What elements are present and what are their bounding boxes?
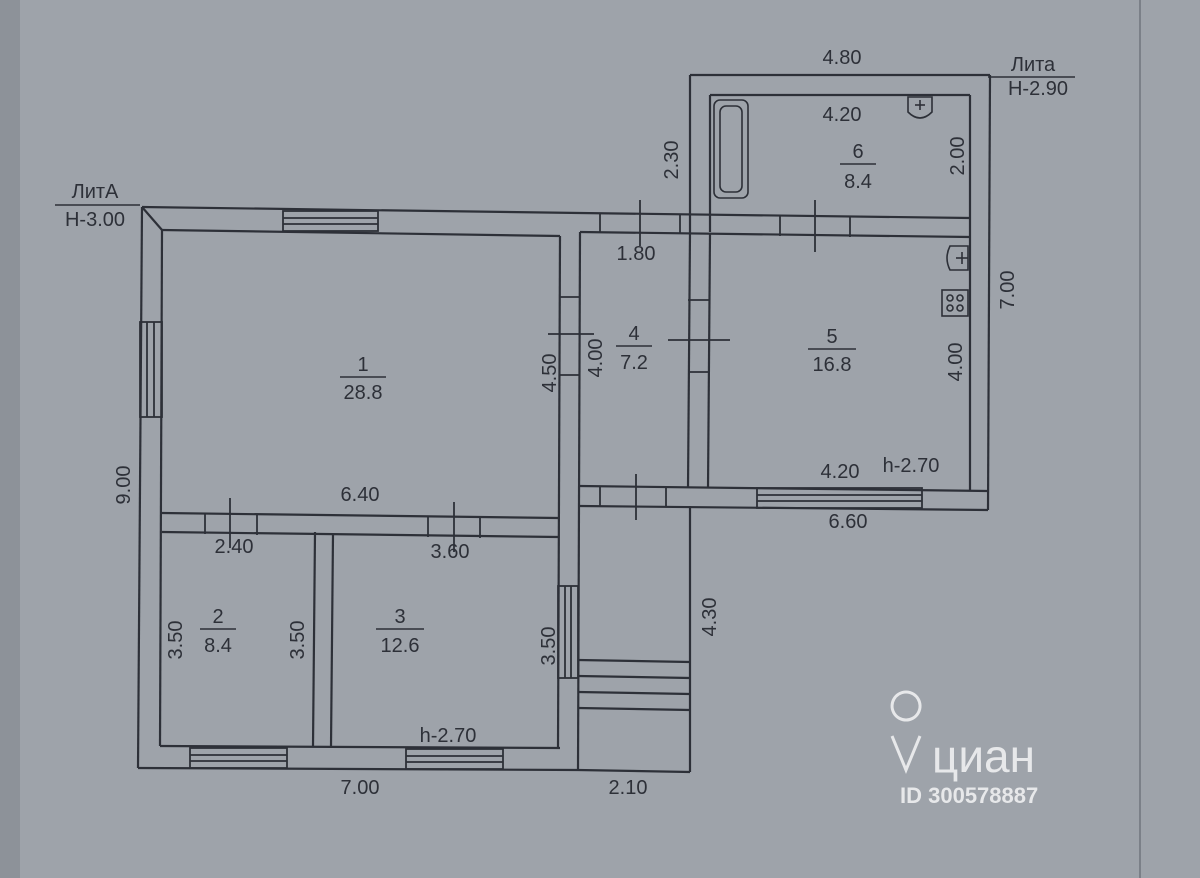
location-pin-icon — [890, 690, 922, 774]
room-1-number: 1 — [357, 354, 368, 376]
lit-a1-name: Лита — [1011, 54, 1056, 76]
lit-a1-height: Н-2.90 — [1008, 78, 1068, 100]
dim-bottom-width: 7.00 — [341, 777, 380, 799]
dim-ceiling-main: h-2.70 — [420, 725, 477, 747]
doors — [204, 200, 851, 552]
stove-icon — [941, 289, 969, 317]
dim-room4-height: 4.00 — [585, 339, 607, 378]
dim-right-height-total: 7.00 — [997, 271, 1019, 310]
dim-left-height-total: 9.00 — [113, 466, 135, 505]
lit-leaders — [55, 76, 1075, 206]
dim-room2-height: 3.50 — [165, 621, 187, 660]
dim-room1-width: 6.40 — [341, 484, 380, 506]
cian-watermark: циан ID 300578887 — [890, 690, 1038, 808]
dim-corridor-width: 1.80 — [617, 243, 656, 265]
room-5-number: 5 — [826, 326, 837, 348]
room-1-area: 28.8 — [344, 382, 383, 404]
dim-porch-height: 4.30 — [699, 598, 721, 637]
dim-ceiling-annex: h-2.70 — [883, 455, 940, 477]
room-3-area: 12.6 — [381, 635, 420, 657]
room-4-area: 7.2 — [620, 352, 648, 374]
dim-top-annex-width: 4.80 — [823, 47, 862, 69]
dim-right-bottom-width: 6.60 — [829, 511, 868, 533]
room-2-number: 2 — [212, 606, 223, 628]
room-4-number: 4 — [628, 323, 639, 345]
room-2-area: 8.4 — [204, 635, 232, 657]
kitchen-sink-icon — [946, 245, 969, 271]
dim-room5-width: 4.20 — [821, 461, 860, 483]
room-5-area: 16.8 — [813, 354, 852, 376]
windows — [139, 210, 923, 770]
dim-annex-height-right: 2.00 — [947, 137, 969, 176]
dim-porch-width: 2.10 — [609, 777, 648, 799]
dim-room3-height: 3.50 — [538, 627, 560, 666]
room-3-number: 3 — [394, 606, 405, 628]
dim-annex-height-left: 2.30 — [661, 141, 683, 180]
sink-icon — [907, 96, 933, 119]
dim-room3-width: 3.60 — [431, 541, 470, 563]
lit-a-height: Н-3.00 — [65, 209, 125, 231]
paper-left-edge — [0, 0, 20, 878]
fixtures — [713, 96, 969, 317]
watermark-brand: циан — [932, 730, 1035, 782]
dim-room2-height-b: 3.50 — [287, 621, 309, 660]
dim-room1-height: 4.50 — [539, 354, 561, 393]
room-6-area: 8.4 — [844, 171, 872, 193]
lit-a-name: ЛитА — [72, 181, 119, 203]
watermark-id: ID 300578887 — [900, 783, 1038, 808]
bathtub-icon — [713, 99, 749, 199]
room-6-number: 6 — [852, 141, 863, 163]
dim-room5-height: 4.00 — [945, 343, 967, 382]
dim-room2-width: 2.40 — [215, 536, 254, 558]
dim-annex-inner-width: 4.20 — [823, 104, 862, 126]
room-fraction-lines — [200, 163, 876, 630]
